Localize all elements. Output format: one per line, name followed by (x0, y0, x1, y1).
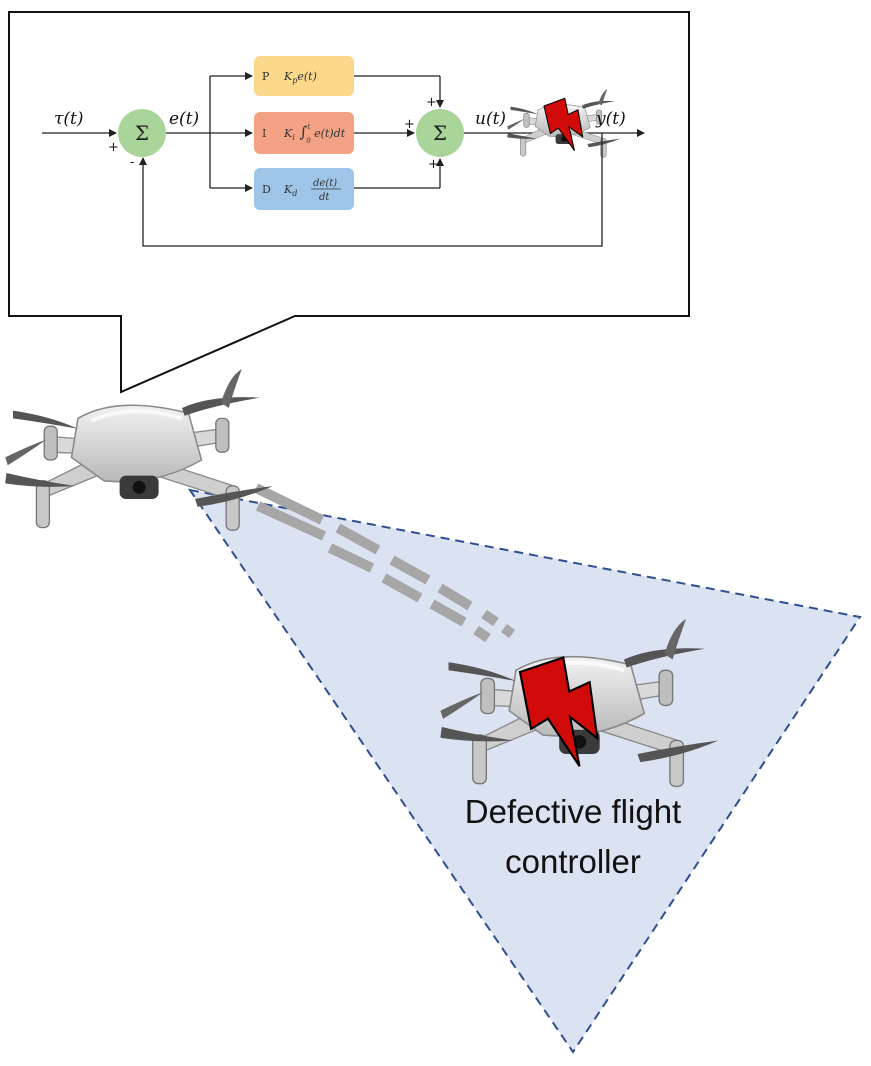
feedback-loop (139, 133, 603, 247)
sum1-plus-sign: + (108, 140, 119, 155)
d-letter: D (262, 183, 271, 196)
sum1-minus-sign: - (130, 155, 134, 170)
p-term: Kpe(t) (283, 70, 317, 85)
caption-line-2: controller (505, 843, 641, 880)
control-label: u(t) (475, 109, 506, 129)
d-block (254, 168, 354, 210)
d-term-denominator: dt (319, 192, 330, 203)
d-term-numerator: de(t) (313, 178, 337, 189)
summing-junction-1 (118, 109, 166, 157)
output-label: y(t) (595, 109, 626, 129)
detection-region (187, 488, 862, 1054)
sum1-symbol: Σ (135, 121, 149, 145)
i-block (254, 112, 354, 154)
sum2-symbol: Σ (433, 121, 447, 145)
i-letter: I (262, 127, 266, 140)
sum2-plus-left: + (404, 117, 415, 132)
leader-drone-image (3, 367, 275, 533)
p-block (254, 56, 354, 96)
caption-line-1: Defective flight (465, 793, 681, 830)
input-label: τ(t) (54, 109, 84, 129)
error-label: e(t) (169, 109, 199, 129)
summing-junction-2 (416, 109, 464, 157)
p-letter: P (262, 70, 270, 83)
communication-link (253, 483, 515, 643)
sum2-plus-top: + (426, 95, 437, 110)
sum2-plus-bottom: + (428, 157, 439, 172)
